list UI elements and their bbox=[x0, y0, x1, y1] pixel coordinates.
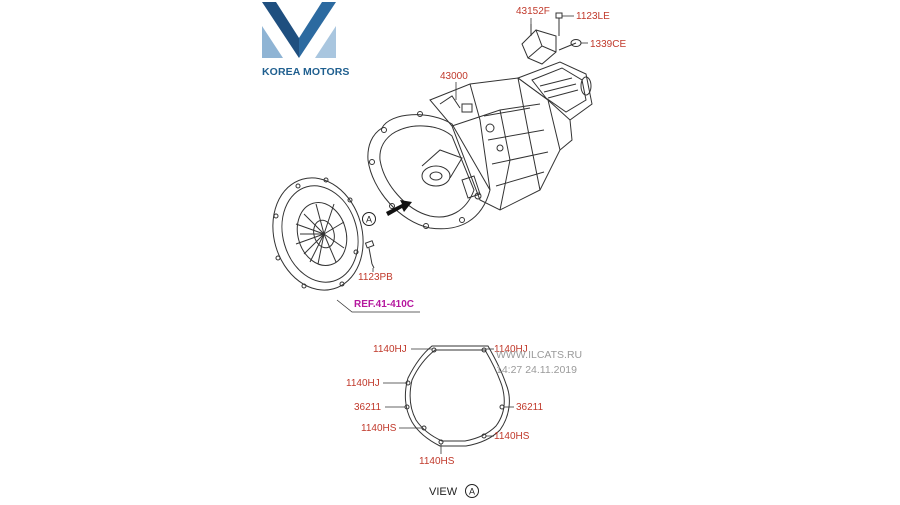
gasket-outline bbox=[404, 345, 510, 447]
label-view-1140hj-top-left: 1140HJ bbox=[373, 344, 407, 355]
label-43000: 43000 bbox=[440, 71, 468, 82]
leader-lines bbox=[336, 15, 588, 313]
bolt-1123le bbox=[555, 12, 563, 36]
korea-motors-logo bbox=[262, 2, 336, 58]
bolt-1123pb bbox=[364, 240, 375, 269]
label-1339ce: 1339CE bbox=[590, 39, 626, 50]
view-caption: VIEW bbox=[429, 486, 458, 498]
label-43152f: 43152F bbox=[516, 6, 550, 17]
watermark-site: WWW.ILCATS.RU bbox=[496, 349, 582, 361]
label-reference[interactable]: REF.41-410C bbox=[354, 299, 414, 310]
label-view-1140hs-right: 1140HS bbox=[494, 431, 530, 442]
view-leader-lines bbox=[383, 348, 514, 454]
nut-1339ce bbox=[558, 39, 582, 51]
view-a-marker: A bbox=[366, 215, 372, 225]
watermark-timestamp: 14:27 24.11.2019 bbox=[496, 364, 577, 376]
label-view-1140hs-left: 1140HS bbox=[361, 423, 397, 434]
bracket-43152f bbox=[521, 24, 557, 65]
label-view-36211-right: 36211 bbox=[516, 402, 544, 413]
view-caption-circle bbox=[465, 484, 479, 498]
label-view-1140hj-top-right: 1140HJ bbox=[494, 344, 528, 355]
transmission-assembly bbox=[367, 61, 593, 230]
clutch-cover-assembly bbox=[272, 177, 364, 291]
view-caption-marker: A bbox=[469, 487, 475, 497]
label-view-36211-left: 36211 bbox=[354, 402, 382, 413]
label-view-1140hs-bottom: 1140HS bbox=[419, 456, 455, 467]
label-1123pb: 1123PB bbox=[358, 272, 393, 283]
label-view-1140hj-mid-left: 1140HJ bbox=[346, 378, 380, 389]
brand-name: KOREA MOTORS bbox=[262, 66, 350, 78]
label-1123le: 1123LE bbox=[576, 11, 610, 22]
view-a-arrow: A bbox=[362, 200, 412, 226]
